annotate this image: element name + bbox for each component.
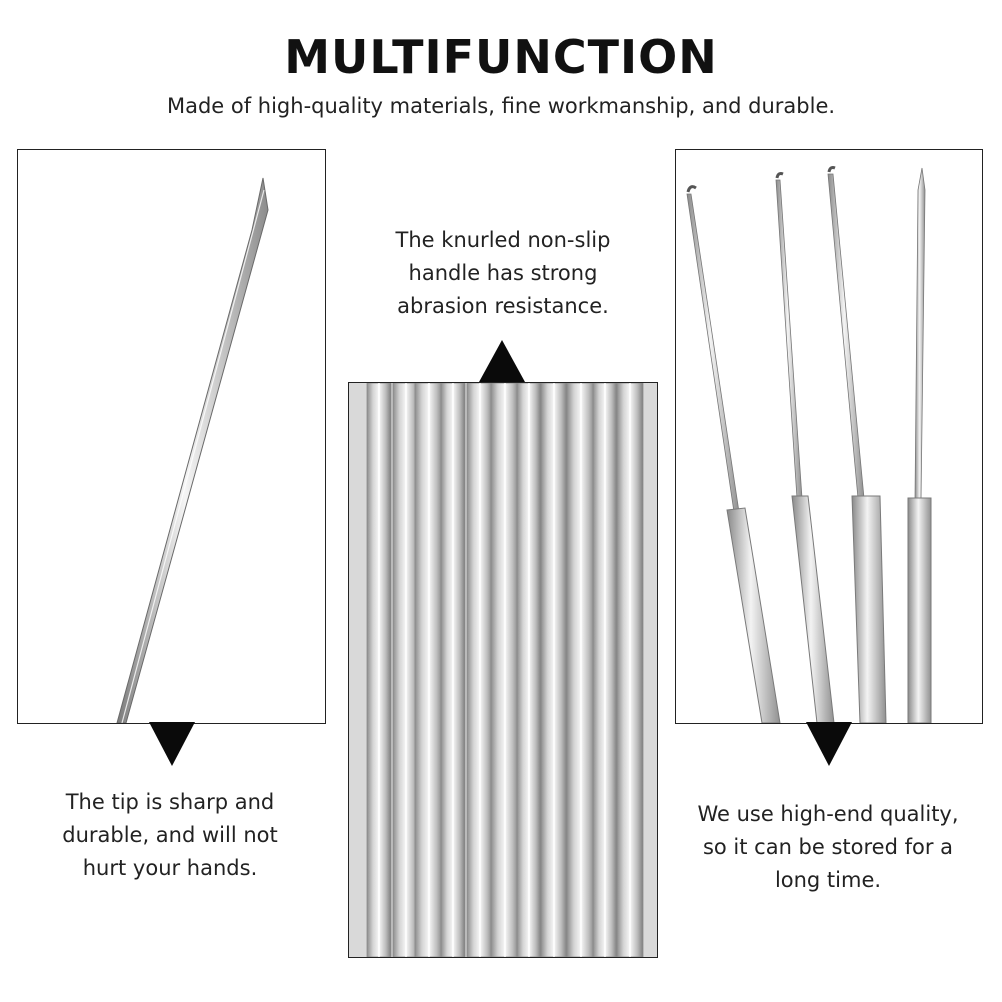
hook-needle-1 [686,185,781,723]
arrow-up-center-icon [479,340,525,382]
caption-handle-line: The knurled non-slip [395,228,611,252]
hook-needle-2 [775,172,835,723]
caption-storage-line: so it can be stored for a [702,835,954,859]
point-needle-4 [907,167,932,723]
needle-tip-image [17,149,326,724]
page-title: MULTIFUNCTION [284,30,718,84]
caption-handle: The knurled non-slip handle has strong a… [355,224,651,323]
arrow-down-right-icon [806,722,852,766]
caption-tip-line: The tip is sharp and [65,790,275,814]
hook-needle-3 [827,166,887,723]
caption-tip-line: durable, and will not [62,823,278,847]
caption-storage-line: long time. [774,868,882,892]
caption-handle-line: handle has strong [408,261,598,285]
needle-shape [116,177,269,723]
caption-tip-line: hurt your hands. [82,856,258,880]
page-subtitle: Made of high-quality materials, fine wor… [166,94,836,118]
knurled-handles-image [348,382,658,958]
hook-needles-image [675,149,983,724]
caption-handle-line: abrasion resistance. [397,294,609,318]
caption-storage: We use high-end quality, so it can be st… [678,798,978,897]
caption-tip: The tip is sharp and durable, and will n… [30,786,310,885]
caption-storage-line: We use high-end quality, [697,802,959,826]
arrow-down-left-icon [149,722,195,766]
